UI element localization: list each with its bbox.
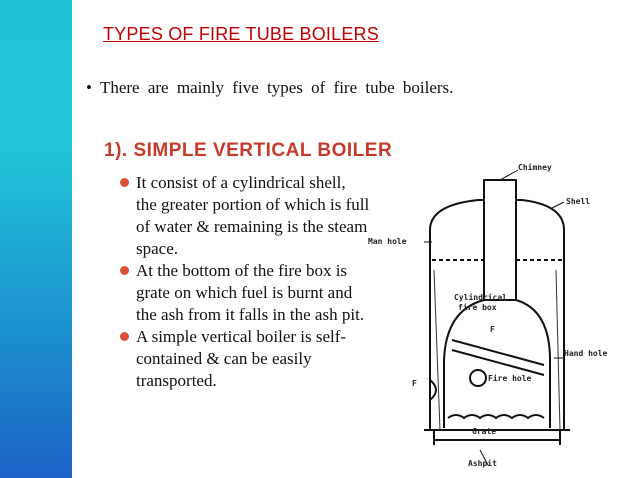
label-grate: Grate (472, 427, 496, 436)
bullet-point: At the bottom of the fire box is grate o… (120, 260, 370, 326)
label-shell: Shell (566, 197, 590, 206)
bullet-text: At the bottom of the fire box is grate o… (136, 261, 365, 324)
label-hand-hole: Hand hole (564, 349, 608, 358)
label-man-hole: Man hole (368, 237, 407, 246)
bullet-dot: • (86, 78, 92, 97)
cross-tube (451, 339, 545, 366)
label-chimney: Chimney (518, 162, 552, 172)
label-fire-hole: Fire hole (488, 373, 532, 383)
grate (447, 414, 545, 420)
boiler-diagram: Chimney Shell Man hole Cylindrical fire … (368, 162, 608, 468)
bullet-point: It consist of a cylindrical shell, the g… (120, 172, 370, 260)
section-title: 1). SIMPLE VERTICAL BOILER (104, 140, 393, 161)
bullet-text: A simple vertical boiler is self-contain… (136, 327, 347, 390)
slide-title: TYPES OF FIRE TUBE BOILERS (103, 24, 379, 44)
chimney (483, 179, 517, 301)
bullet-icon (120, 332, 129, 341)
bullet-point: A simple vertical boiler is self-contain… (120, 326, 370, 392)
fire-box (443, 299, 551, 428)
shell-outline (429, 199, 565, 430)
label-cylindrical: Cylindrical (454, 292, 507, 302)
label-fire-box: fire box (458, 302, 497, 312)
intro-text: There are mainly five types of fire tube… (99, 78, 454, 97)
bullet-text: It consist of a cylindrical shell, the g… (136, 173, 370, 258)
intro-line: • There are mainly five types of fire tub… (86, 78, 453, 98)
label-f2: F (412, 379, 417, 388)
bullet-list: It consist of a cylindrical shell, the g… (120, 172, 370, 392)
bullet-icon (120, 178, 129, 187)
label-ashpit: Ashpit (468, 458, 497, 468)
bullet-icon (120, 266, 129, 275)
label-f1: F (490, 325, 495, 334)
side-stripe (0, 0, 72, 478)
fire-hole (469, 369, 487, 387)
